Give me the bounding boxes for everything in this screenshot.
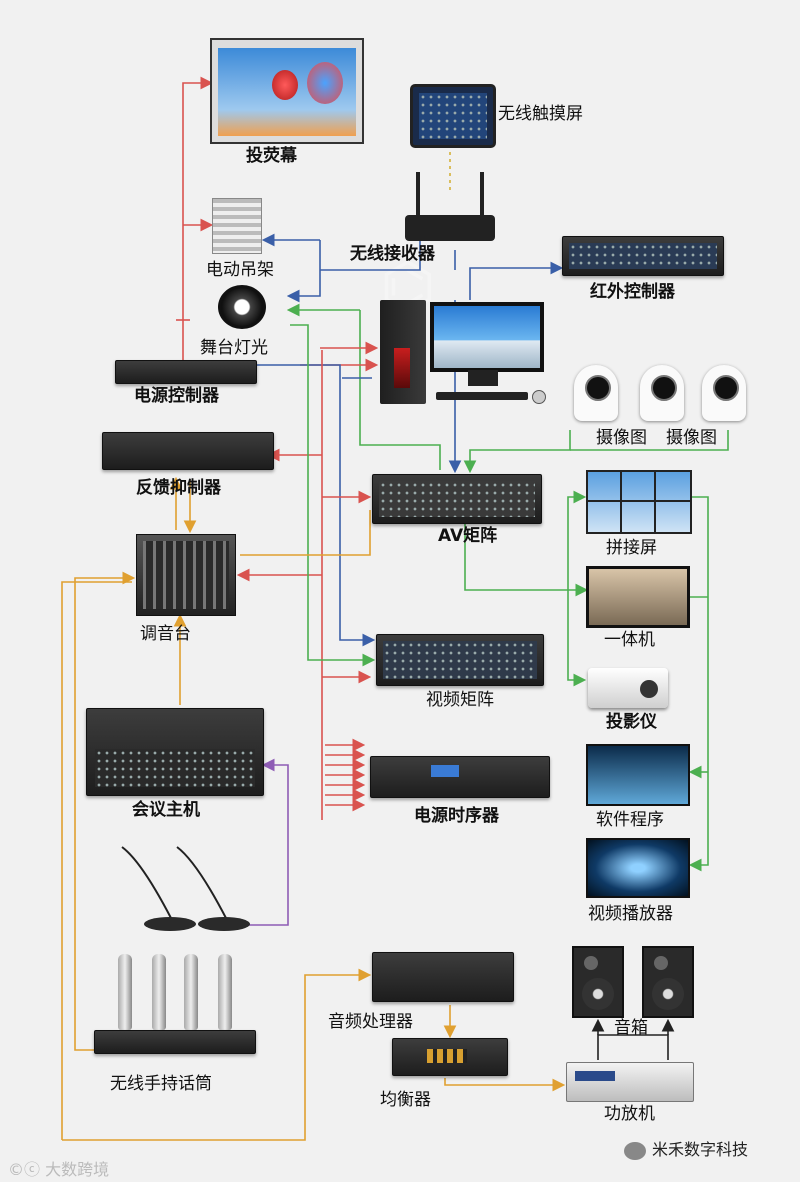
amplifier-device xyxy=(566,1062,694,1102)
feedback-suppressor-label: 反馈抑制器 xyxy=(136,478,221,498)
wireless-receiver-label: 无线接收器 xyxy=(350,244,435,264)
handheld-mic-icon xyxy=(184,954,198,1030)
camera-label-1: 摄像图 xyxy=(596,428,647,448)
feedback-suppressor-device xyxy=(102,432,274,470)
projector-label: 投影仪 xyxy=(606,712,657,732)
power-sequencer-device xyxy=(370,756,550,798)
desktop-tower-device xyxy=(380,300,426,404)
equalizer-label: 均衡器 xyxy=(380,1090,431,1110)
audio-processor-device xyxy=(372,952,514,1002)
projection-screen-device xyxy=(210,38,364,144)
camera-label-2: 摄像图 xyxy=(666,428,717,448)
video-matrix-device xyxy=(376,634,544,686)
amplifier-label: 功放机 xyxy=(604,1104,655,1124)
software-program-label: 软件程序 xyxy=(596,810,664,830)
wireless-receiver-device xyxy=(405,215,495,241)
speaker-icon xyxy=(572,946,624,1018)
projector-device xyxy=(588,668,668,708)
handheld-mic-icon xyxy=(152,954,166,1030)
electric-hanger-label: 电动吊架 xyxy=(206,260,274,280)
power-controller-label: 电源控制器 xyxy=(134,386,219,406)
mic-receiver-device xyxy=(94,1030,256,1054)
all-in-one-label: 一体机 xyxy=(604,630,655,650)
touch-screen-device xyxy=(410,84,496,148)
wechat-icon xyxy=(624,1141,646,1160)
software-program-device xyxy=(586,744,690,806)
keyboard-device xyxy=(436,392,528,400)
touch-screen-label: 无线触摸屏 xyxy=(498,104,583,124)
av-matrix-device xyxy=(372,474,542,524)
infrared-controller-label: 红外控制器 xyxy=(590,282,675,302)
camera-icon xyxy=(640,365,684,421)
electric-hanger-device xyxy=(212,198,262,254)
speakers-label: 音箱 xyxy=(614,1018,648,1038)
mixer-device xyxy=(136,534,236,616)
all-in-one-device xyxy=(586,566,690,628)
conference-host-device xyxy=(86,708,264,796)
handheld-mic-icon xyxy=(218,954,232,1030)
splicing-screen-device xyxy=(586,470,692,534)
conference-host-label: 会议主机 xyxy=(132,800,200,820)
footer-left-watermark: ©ⓒ 大数跨境 xyxy=(8,1160,110,1179)
power-controller-device xyxy=(115,360,257,384)
watermark-logo-icon: ©ⓒ xyxy=(8,1160,46,1179)
camera-icon xyxy=(702,365,746,421)
monitor-device xyxy=(430,302,544,372)
gooseneck-mic-icon xyxy=(121,846,250,931)
av-matrix-label: AV矩阵 xyxy=(438,526,498,546)
projection-screen-label: 投荧幕 xyxy=(246,146,297,166)
equalizer-device xyxy=(392,1038,508,1076)
audio-processor-label: 音频处理器 xyxy=(328,1012,413,1032)
speaker-icon xyxy=(642,946,694,1018)
monitor-stand xyxy=(468,370,498,386)
stage-light-icon xyxy=(218,285,266,329)
infrared-controller-device xyxy=(562,236,724,276)
video-matrix-label: 视频矩阵 xyxy=(426,690,494,710)
mouse-device xyxy=(532,390,546,404)
mixer-label: 调音台 xyxy=(140,624,191,644)
antenna-icon xyxy=(416,172,420,218)
video-player-label: 视频播放器 xyxy=(588,904,673,924)
splicing-screen-label: 拼接屏 xyxy=(606,538,657,558)
video-player-device xyxy=(586,838,690,898)
camera-icon xyxy=(574,365,618,421)
antenna-icon xyxy=(480,172,484,218)
handheld-mic-icon xyxy=(118,954,132,1030)
stage-light-label: 舞台灯光 xyxy=(200,338,268,358)
wireless-mic-label: 无线手持话筒 xyxy=(110,1074,212,1094)
power-sequencer-label: 电源时序器 xyxy=(414,806,499,826)
footer-brand: 米禾数字科技 xyxy=(624,1136,748,1160)
